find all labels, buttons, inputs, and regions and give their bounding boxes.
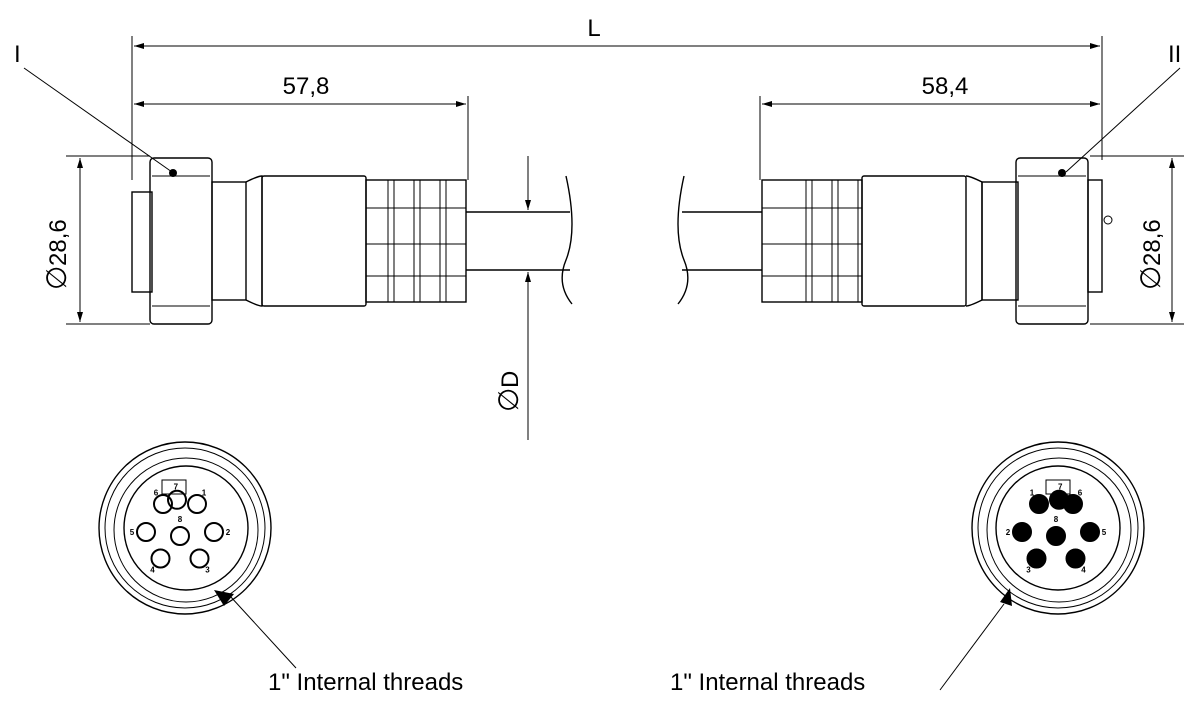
pin-number: 3 [205, 565, 210, 574]
pin-number: 3 [1026, 565, 1031, 574]
right-marker-dot [1058, 169, 1066, 177]
pin-number: 8 [1054, 515, 1059, 524]
pin-contact [1012, 522, 1032, 542]
left-face-view: 1 2 3 4 5 6 7 8 [98, 441, 272, 615]
pin-number: 8 [178, 515, 183, 524]
cable-diameter-dimension: ∅ D [493, 156, 548, 440]
left-length-label: 57,8 [283, 73, 330, 100]
marker-right: II [1168, 41, 1181, 68]
pin-number: 5 [1102, 528, 1107, 537]
pin-number: 4 [1081, 565, 1086, 574]
overall-length-label: L [587, 15, 600, 42]
pin-contact [1065, 548, 1086, 569]
pin-number: 4 [150, 565, 155, 574]
right-diameter-dimension: ∅ 28,6 [1090, 155, 1184, 325]
left-length-dimension: 57,8 [134, 73, 469, 180]
pin-contact [1049, 489, 1069, 510]
pin-contact [1080, 522, 1100, 542]
pin-contact-center [1046, 526, 1066, 546]
right-face-view: 1 2 3 4 5 6 7 8 [971, 441, 1145, 615]
pin-contact [189, 548, 210, 569]
right-thread-callout: 1" Internal threads [670, 669, 865, 696]
pin-contact [150, 548, 171, 569]
pin-number: 7 [1058, 483, 1063, 492]
pin-number: 1 [1030, 489, 1035, 498]
pin-contact [153, 494, 173, 514]
pin-number: 7 [174, 483, 179, 492]
marker-left: I [14, 41, 21, 68]
right-length-label: 58,4 [922, 73, 969, 100]
pin-contact [1026, 548, 1047, 569]
pin-contact [167, 489, 187, 510]
pin-contact-center [170, 526, 190, 546]
right-diameter-symbol: ∅ [1135, 266, 1166, 290]
left-diameter-label: 28,6 [45, 219, 72, 266]
pin-number: 1 [202, 489, 207, 498]
pin-number: 2 [226, 528, 231, 537]
left-diameter-dimension: ∅ 28,6 [41, 155, 150, 325]
pin-number: 6 [1078, 489, 1083, 498]
pin-contact [187, 494, 207, 514]
pin-number: 2 [1006, 528, 1011, 537]
right-connector [677, 157, 1113, 325]
left-connector [131, 157, 573, 325]
cable-diameter-symbol: ∅ [493, 388, 524, 412]
left-thread-callout: 1" Internal threads [268, 669, 463, 696]
left-diameter-symbol: ∅ [41, 266, 72, 290]
right-length-dimension: 58,4 [759, 73, 1100, 180]
pin-contact [204, 522, 224, 542]
right-diameter-label: 28,6 [1139, 219, 1166, 266]
left-marker-dot [169, 169, 177, 177]
pin-number: 5 [130, 528, 135, 537]
pin-contact [136, 522, 156, 542]
cable-diameter-label: D [497, 371, 524, 388]
pin-contact [1029, 494, 1049, 514]
pin-number: 6 [154, 489, 159, 498]
